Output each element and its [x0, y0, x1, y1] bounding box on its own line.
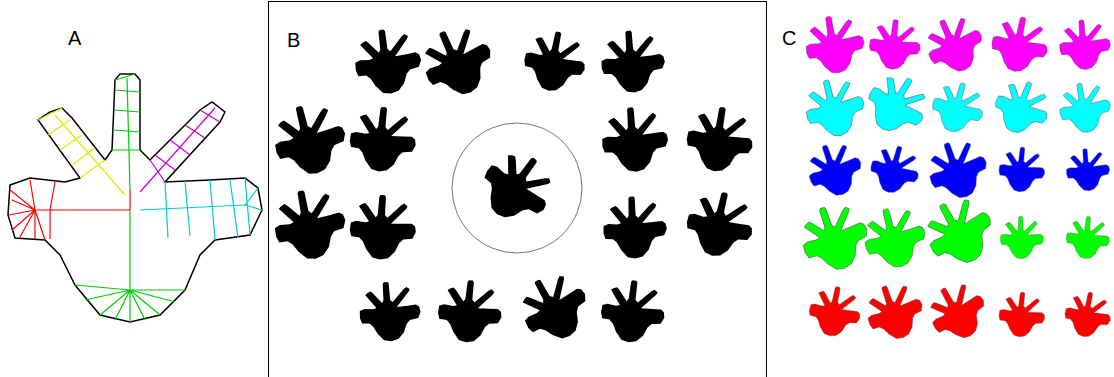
- skeleton-shape: [8, 74, 262, 322]
- panel-letter: A: [68, 28, 81, 48]
- colored-shape-grid: [793, 8, 1114, 349]
- target-circle: [452, 123, 582, 253]
- panel-frame: B: [268, 1, 767, 377]
- shape-array: [267, 17, 760, 352]
- panel-letter: C: [782, 28, 796, 48]
- panel-letter: B: [287, 30, 766, 50]
